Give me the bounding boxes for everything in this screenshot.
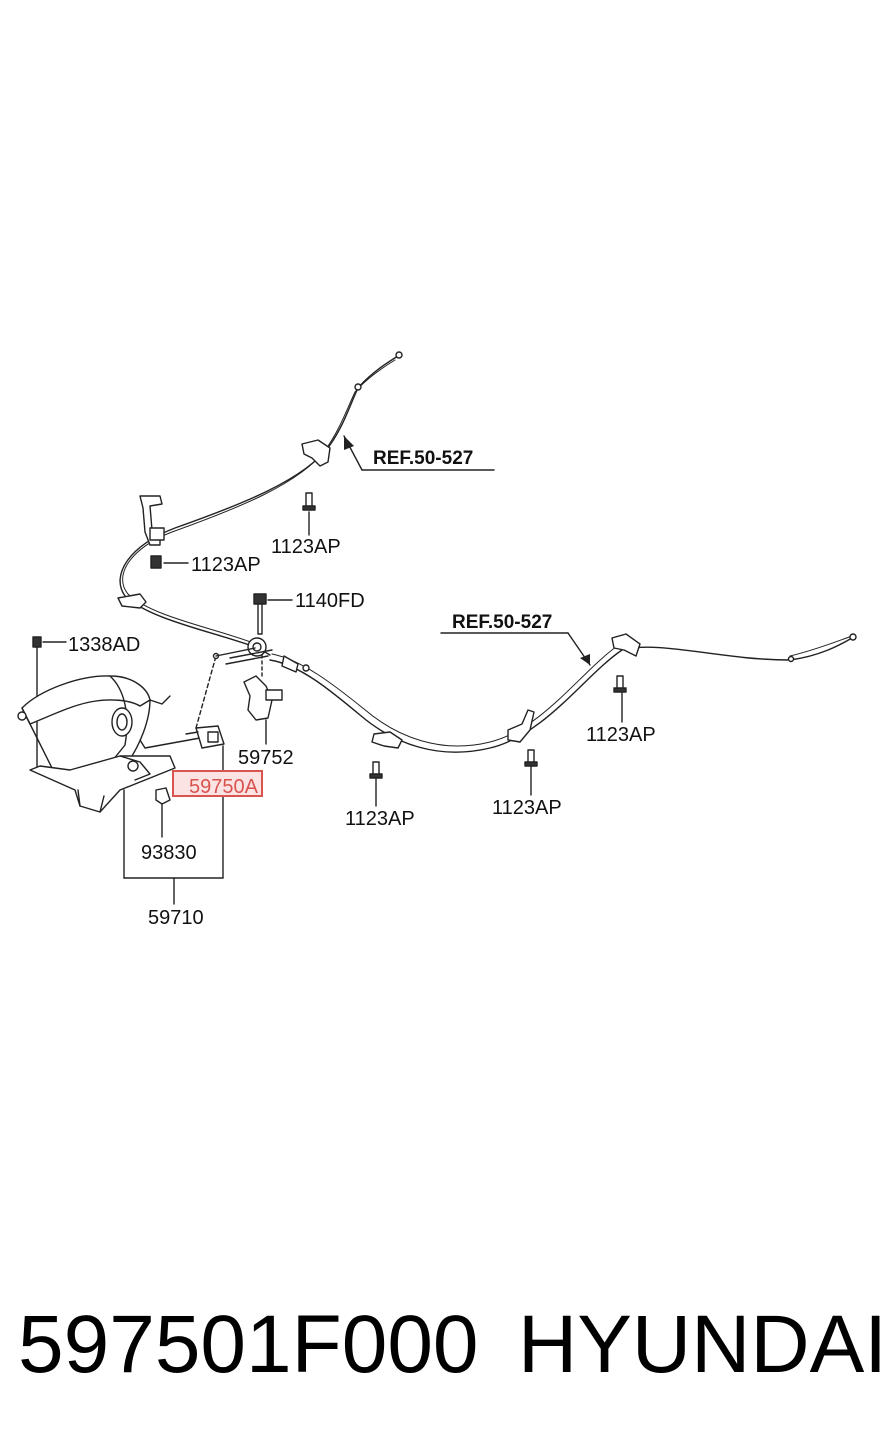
- label-ref-right[interactable]: REF.50-527: [452, 612, 552, 633]
- cable-lower: [269, 637, 853, 753]
- label-bolt-1338ad: 1338AD: [68, 634, 140, 656]
- label-ref-top[interactable]: REF.50-527: [373, 448, 473, 469]
- cable-end-fitting-right: [849, 633, 857, 641]
- cable-clip-lower-left: [117, 593, 147, 609]
- bolt-icon-right: [613, 675, 627, 693]
- label-bolt-center-right: 1123AP: [492, 797, 562, 819]
- bolt-icon-upper: [302, 492, 316, 511]
- label-bolt-1140fd: 1140FD: [295, 590, 365, 612]
- label-bolt-upper: 1123AP: [271, 536, 341, 558]
- label-part-59752: 59752: [238, 747, 294, 769]
- bolt-icon-mid: [369, 761, 383, 779]
- label-bolt-right: 1123AP: [586, 724, 656, 746]
- label-bolt-left: 1123AP: [191, 554, 261, 576]
- highlight-box: [172, 770, 263, 797]
- cable-upper-inner: [122, 359, 396, 645]
- bracket-leader-59710: [123, 789, 224, 905]
- label-part-59750a[interactable]: 59750A: [189, 776, 259, 798]
- bolt-icon-1140fd: [253, 593, 267, 635]
- cable-connector: [185, 647, 256, 749]
- bracket-59752: [243, 654, 283, 721]
- parking-brake-lever: [17, 675, 211, 813]
- cable-end-fitting-top: [395, 351, 403, 359]
- clip-93830: [155, 787, 171, 805]
- brand-caption: HYUNDAI: [518, 1299, 886, 1390]
- cable-clip-upper: [301, 439, 331, 467]
- bolt-icon-left: [150, 555, 162, 569]
- cable-clip-far-right: [611, 633, 641, 657]
- label-part-59710: 59710: [148, 907, 204, 929]
- part-number-caption: 597501F000: [18, 1299, 479, 1390]
- label-part-93830: 93830: [141, 842, 197, 864]
- cable-clip-right: [507, 709, 535, 743]
- cable-lower-inner: [271, 643, 621, 747]
- bolt-icon-center-right: [524, 749, 538, 767]
- cable-clip-lower-center: [371, 731, 403, 749]
- label-bolt-mid: 1123AP: [345, 808, 415, 830]
